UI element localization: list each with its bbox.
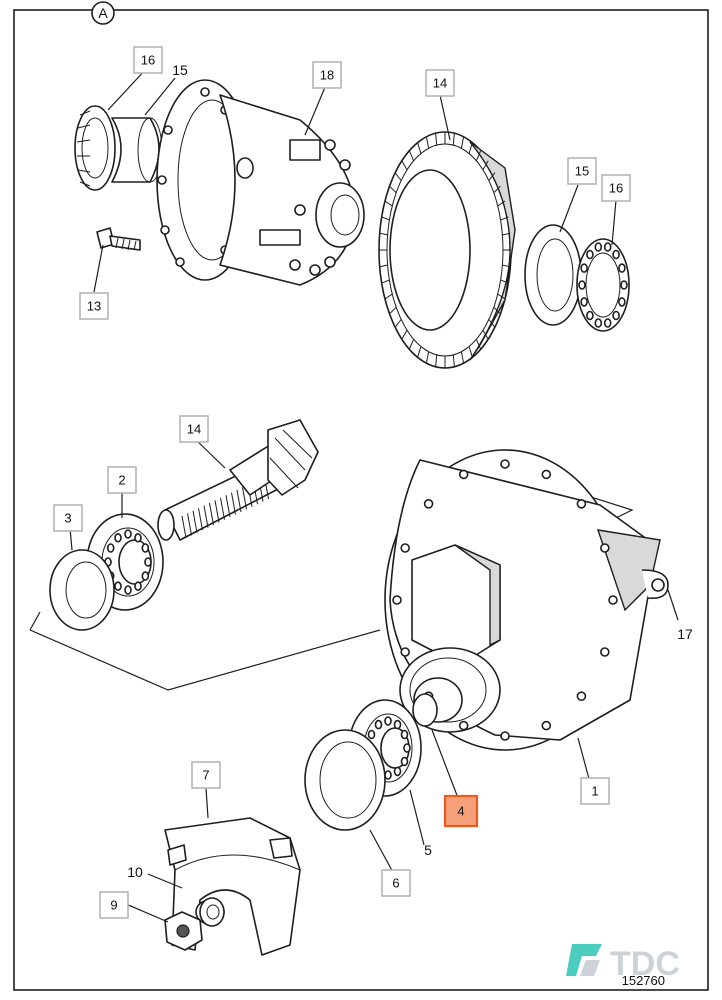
callout-label: 4 — [457, 804, 464, 819]
callout-label: 3 — [64, 511, 71, 526]
oil-seal-inner — [412, 693, 438, 727]
diagram-frame — [13, 9, 709, 991]
output-seal — [304, 729, 386, 831]
callout-label: 13 — [87, 299, 101, 314]
view-marker-label: A — [98, 5, 108, 21]
housing-bolt-holes — [392, 459, 618, 741]
callout-label: 15 — [172, 62, 188, 78]
yoke-washer — [199, 897, 225, 927]
callout-label: 1 — [591, 784, 598, 799]
callout-15-left[interactable]: 15 — [172, 62, 188, 78]
callout-label: 10 — [127, 864, 143, 880]
callout-3[interactable]: 3 — [53, 504, 83, 532]
callout-label: 17 — [677, 626, 693, 642]
case-bolt — [96, 227, 141, 251]
pinion-bearing-rollers — [104, 529, 152, 595]
bearing-right — [524, 224, 630, 332]
callout-6[interactable]: 6 — [381, 869, 411, 897]
callout-2[interactable]: 2 — [107, 466, 137, 494]
callout-18[interactable]: 18 — [312, 61, 342, 89]
leader-lines — [69, 67, 679, 923]
view-marker: A — [91, 1, 115, 25]
callout-label: 18 — [320, 68, 334, 83]
pinion-gear — [157, 419, 319, 541]
callout-label: 15 — [575, 164, 589, 179]
callout-label: 5 — [424, 842, 432, 858]
tdc-logo-mark — [566, 944, 602, 976]
ring-gear — [378, 131, 516, 369]
differential-case-group — [74, 79, 365, 286]
pinion-shim — [49, 549, 115, 631]
callout-4-highlighted[interactable]: 4 — [443, 794, 479, 828]
callout-label: 6 — [392, 876, 399, 891]
callout-1[interactable]: 1 — [580, 777, 610, 805]
callout-16-left[interactable]: 16 — [133, 46, 163, 74]
callout-label: 9 — [110, 898, 117, 913]
drawing-reference-number: 152760 — [622, 973, 665, 988]
callout-label: 7 — [202, 768, 209, 783]
callout-label: 16 — [141, 53, 155, 68]
callout-9[interactable]: 9 — [99, 891, 129, 919]
case-body — [219, 94, 365, 286]
callout-10[interactable]: 10 — [127, 864, 143, 880]
callout-7[interactable]: 7 — [191, 761, 221, 789]
bearing-cone-left — [74, 105, 116, 191]
bearing-right-rollers — [578, 242, 628, 328]
callout-13[interactable]: 13 — [79, 292, 109, 320]
callout-15-right[interactable]: 15 — [567, 157, 597, 185]
tdc-logo-text: TDC — [610, 945, 680, 983]
tdc-logo: TDC — [566, 944, 680, 983]
callout-5[interactable]: 5 — [424, 842, 432, 858]
callout-16-right[interactable]: 16 — [601, 174, 631, 202]
callout-label: 16 — [609, 181, 623, 196]
callout-17[interactable]: 17 — [677, 626, 693, 642]
ring-gear-teeth — [379, 132, 511, 368]
axle-housing — [384, 449, 669, 751]
callout-label: 14 — [433, 76, 447, 91]
callout-14-pinion[interactable]: 14 — [179, 415, 209, 443]
yoke-nut — [164, 911, 203, 951]
bearing-cup-left — [111, 117, 163, 183]
callout-label: 14 — [187, 422, 201, 437]
callout-label: 2 — [118, 473, 125, 488]
callout-14-ring-gear[interactable]: 14 — [425, 69, 455, 97]
